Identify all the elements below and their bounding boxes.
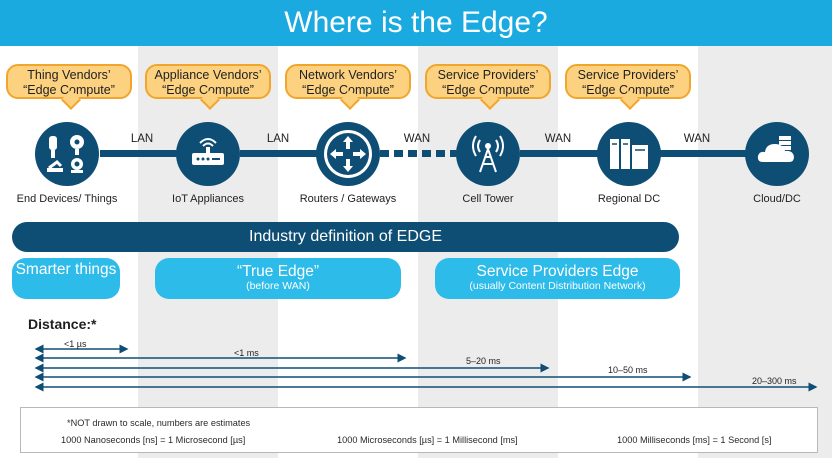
conversion-note: 1000 Nanoseconds [ns] = 1 Microsecond [µ… [61,435,246,445]
segment-smarter-things: Smarter things [12,258,120,299]
edge-definition-bar: Industry definition of EDGE [12,222,679,252]
segment-true-edge: “True Edge” (before WAN) [155,258,401,299]
segment-subtitle: (before WAN) [246,280,310,292]
node-label: End Devices/ Things [16,193,118,205]
segment-title: Service Providers Edge [476,263,639,280]
distance-label: 20–300 ms [752,376,797,386]
callout-bubble: Appliance Vendors’ “Edge Compute” [145,64,271,99]
callout-bubble: Thing Vendors’ “Edge Compute” [6,64,132,99]
network-link [240,150,320,157]
callout-bubble: Service Providers’ “Edge Compute” [425,64,551,99]
things-icon [35,122,99,186]
router-appliance-icon [176,122,240,186]
disclaimer-note: *NOT drawn to scale, numbers are estimat… [67,418,251,428]
bubble-line: “Edge Compute” [582,83,674,97]
bubble-line: Network Vendors’ [299,68,397,82]
bubble-line: “Edge Compute” [162,83,254,97]
bubble-line: Thing Vendors’ [27,68,111,82]
node-label: Cloud/DC [753,193,801,205]
network-link [660,150,750,157]
conversion-note: 1000 Microseconds [µs] = 1 Millisecond [… [337,435,518,445]
bubble-line: Appliance Vendors’ [154,68,262,82]
distance-label: <1 µs [64,339,87,349]
link-label: WAN [683,133,711,145]
bubble-line: “Edge Compute” [23,83,115,97]
link-label: LAN [266,133,290,145]
segment-subtitle: (usually Content Distribution Network) [469,280,646,292]
segment-title: Smarter things [15,261,117,278]
bubble-line: “Edge Compute” [302,83,394,97]
node-label: IoT Appliances [172,193,244,205]
router-arrows-icon [316,122,380,186]
distance-label: <1 ms [234,348,259,358]
link-label: WAN [403,133,431,145]
antenna-icon [456,122,520,186]
node-label: Routers / Gateways [299,193,397,205]
node-label: Regional DC [597,193,661,205]
cloud-server-icon [745,122,809,186]
bubble-line: “Edge Compute” [442,83,534,97]
bubble-line: Service Providers’ [437,68,539,82]
network-link [520,150,600,157]
network-link-dashed [380,150,460,157]
node-label: Cell Tower [462,193,514,205]
datacenter-icon [597,122,661,186]
segment-service-providers-edge: Service Providers Edge (usually Content … [435,258,680,299]
conversion-note: 1000 Milliseconds [ms] = 1 Second [s] [617,435,772,445]
distance-label: 5–20 ms [466,356,501,366]
notes-box: *NOT drawn to scale, numbers are estimat… [20,407,818,453]
link-label: LAN [130,133,154,145]
distance-arrows [34,344,818,392]
link-label: WAN [544,133,572,145]
distance-label: 10–50 ms [608,365,648,375]
bubble-line: Service Providers’ [577,68,679,82]
segment-title: “True Edge” [236,263,320,280]
network-link [100,150,180,157]
callout-bubble: Network Vendors’ “Edge Compute” [285,64,411,99]
distance-title: Distance:* [28,316,97,332]
callout-bubble: Service Providers’ “Edge Compute” [565,64,691,99]
page-title: Where is the Edge? [0,0,832,46]
